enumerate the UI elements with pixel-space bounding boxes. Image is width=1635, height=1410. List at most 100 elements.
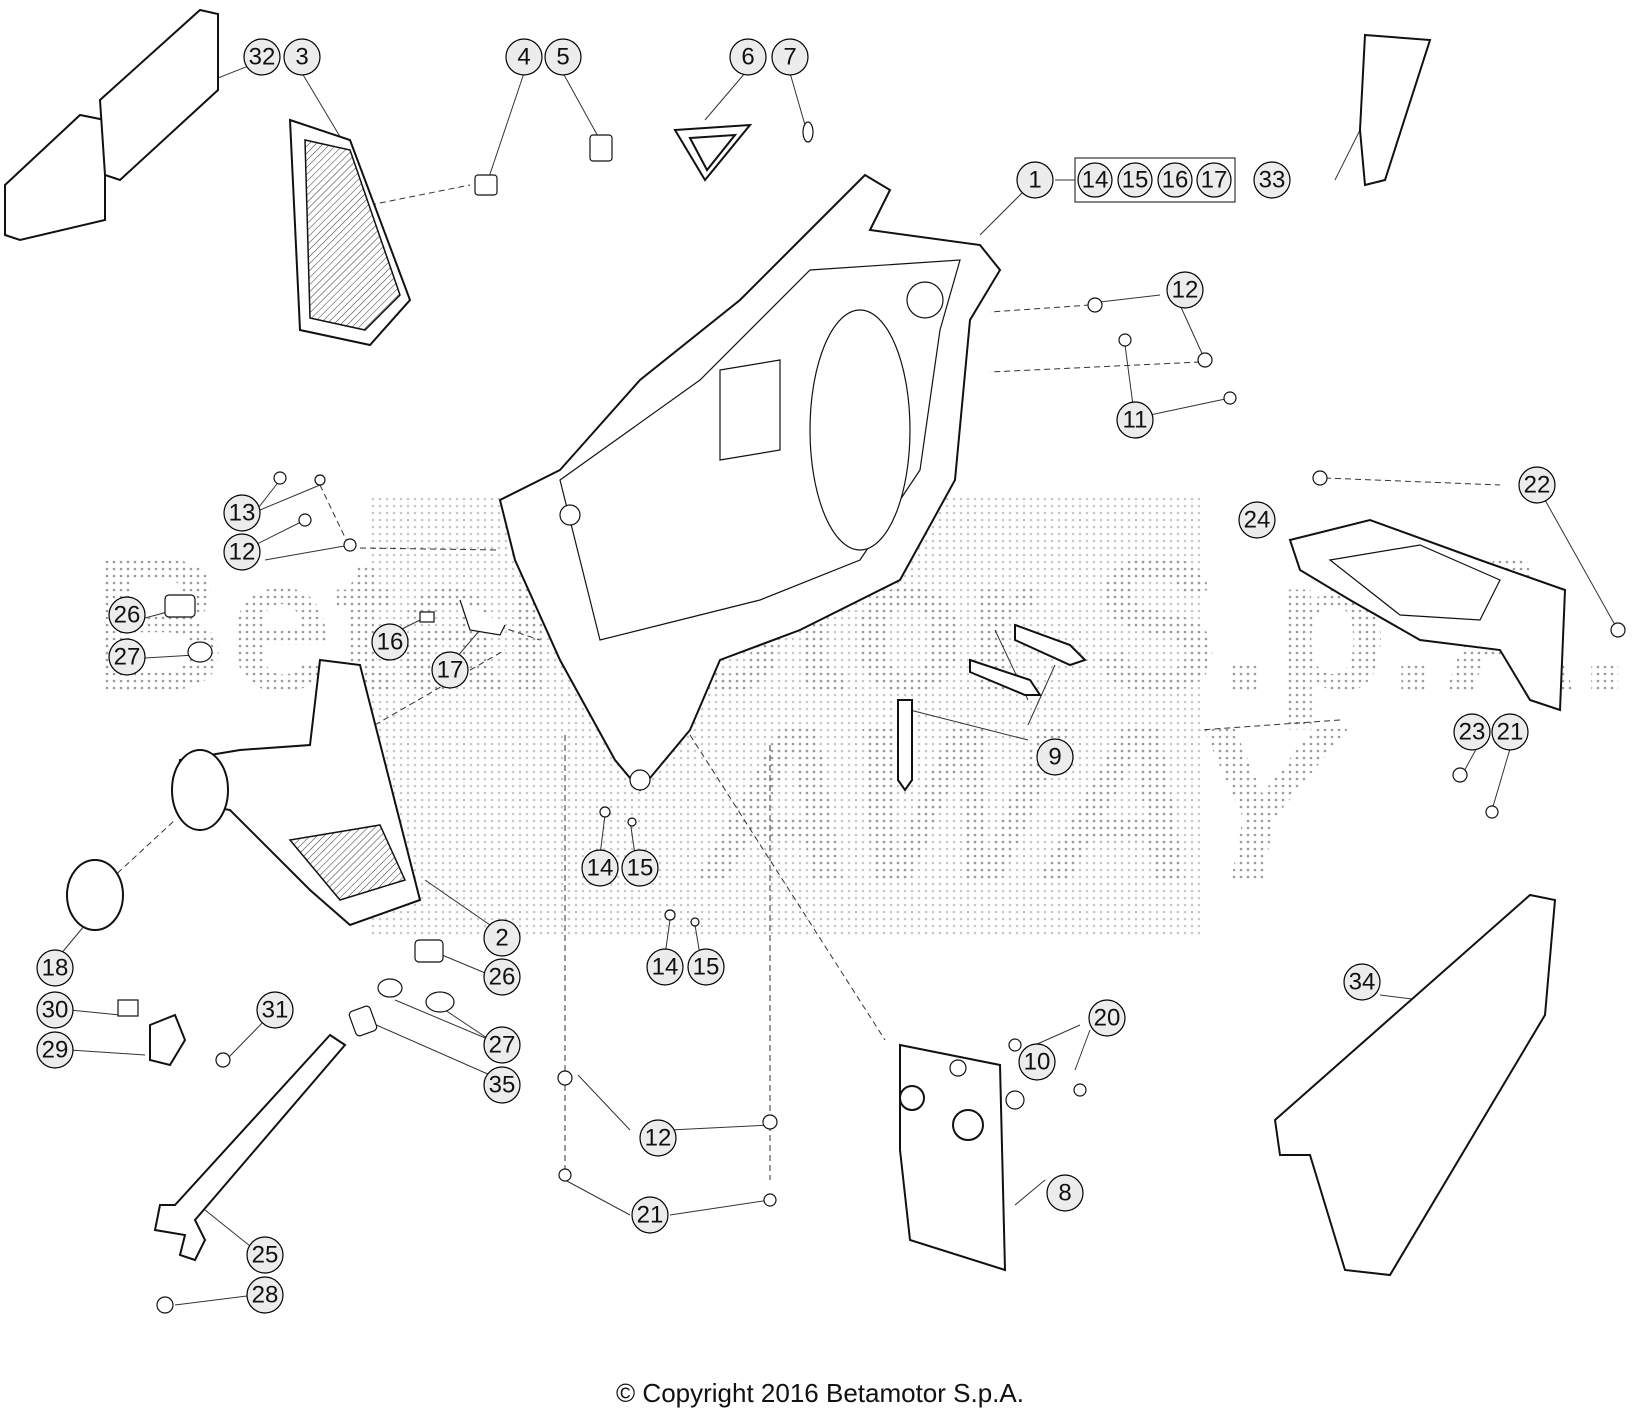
svg-text:17: 17 [1201, 167, 1228, 194]
callout-5: 5 [544, 38, 582, 76]
svg-text:23: 23 [1459, 719, 1486, 746]
callout-15-group: 15 [1117, 162, 1153, 198]
callout-20: 20 [1088, 999, 1126, 1037]
svg-text:18: 18 [42, 955, 69, 982]
side-pad-33 [1358, 33, 1432, 187]
svg-text:12: 12 [229, 539, 256, 566]
callout-1: 1 [1016, 161, 1054, 199]
clip-30 [117, 999, 139, 1017]
callout-7: 7 [771, 38, 809, 76]
svg-text:9: 9 [1048, 744, 1061, 771]
plug-28 [156, 1296, 174, 1314]
callout-23: 23 [1453, 713, 1491, 751]
strap-9b [969, 658, 1042, 696]
svg-text:16: 16 [377, 629, 404, 656]
callout-15-mid: 15 [621, 849, 659, 887]
svg-text:22: 22 [1524, 472, 1551, 499]
callout-34: 34 [1343, 963, 1381, 1001]
side-panel-34 [1273, 893, 1557, 1277]
callout-26-left: 26 [108, 596, 146, 634]
callout-33: 33 [1253, 161, 1291, 199]
hose-joint-35 [348, 1005, 378, 1037]
svg-text:14: 14 [587, 855, 614, 882]
air-filter [288, 118, 412, 347]
svg-text:7: 7 [783, 44, 796, 71]
svg-text:32: 32 [249, 44, 276, 71]
svg-text:17: 17 [437, 657, 464, 684]
callout-16: 16 [371, 623, 409, 661]
callout-12-bottom: 12 [639, 1119, 677, 1157]
fitting-5 [589, 134, 613, 162]
clip-6 [673, 123, 753, 182]
leader-lines [59, 62, 1616, 1306]
svg-text:30: 30 [42, 997, 69, 1024]
svg-text:31: 31 [262, 997, 289, 1024]
callout-10: 10 [1018, 1043, 1056, 1081]
callout-14-mid: 14 [581, 849, 619, 887]
callout-35: 35 [483, 1066, 521, 1104]
airbox-main-body [498, 173, 1002, 792]
strap-9a [1014, 623, 1087, 667]
callout-18: 18 [36, 949, 74, 987]
small-hardware [273, 297, 1626, 1207]
callout-28: 28 [246, 1276, 284, 1314]
callout-8: 8 [1046, 1174, 1084, 1212]
callout-14-low: 14 [646, 948, 684, 986]
callout-2: 2 [483, 919, 521, 957]
svg-text:35: 35 [489, 1072, 516, 1099]
callout-3: 3 [283, 38, 321, 76]
clamp-29 [149, 1013, 187, 1067]
svg-text:29: 29 [42, 1037, 69, 1064]
svg-text:24: 24 [1244, 507, 1271, 534]
svg-text:8: 8 [1058, 1180, 1071, 1207]
callout-4: 4 [505, 38, 543, 76]
mud-flap-8 [899, 1043, 1007, 1272]
airbox-intake-2 [171, 658, 422, 927]
callout-21-bottom: 21 [631, 1196, 669, 1234]
filter-foam-pads [4, 8, 219, 242]
svg-text:27: 27 [489, 1032, 516, 1059]
callout-9: 9 [1036, 738, 1074, 776]
svg-text:2: 2 [495, 925, 508, 952]
parts [4, 8, 1626, 1314]
svg-text:12: 12 [1172, 277, 1199, 304]
grommet-10b [1005, 1090, 1025, 1110]
callout-27-left: 27 [108, 638, 146, 676]
copyright-text: © Copyright 2016 Betamotor S.p.A. [616, 1378, 1024, 1408]
svg-text:4: 4 [517, 44, 530, 71]
svg-text:13: 13 [229, 500, 256, 527]
callout-30: 30 [36, 991, 74, 1029]
oring-7 [802, 121, 814, 143]
svg-text:10: 10 [1024, 1049, 1051, 1076]
svg-text:21: 21 [1497, 719, 1524, 746]
callout-14-group: 14 [1077, 162, 1113, 198]
clamp-27c [377, 978, 403, 998]
svg-text:15: 15 [693, 954, 720, 981]
svg-text:34: 34 [1349, 969, 1376, 996]
svg-text:15: 15 [1122, 167, 1149, 194]
callout-12-top: 12 [1166, 271, 1204, 309]
fitting-4 [474, 174, 498, 196]
fitting-26a [164, 594, 196, 618]
callout-22: 22 [1518, 466, 1556, 504]
svg-text:5: 5 [556, 44, 569, 71]
callout-6: 6 [729, 38, 767, 76]
svg-text:21: 21 [637, 1202, 664, 1229]
svg-text:26: 26 [489, 964, 516, 991]
callout-25: 25 [246, 1236, 284, 1274]
callout-12-left: 12 [223, 533, 261, 571]
callout-26-mid: 26 [483, 958, 521, 996]
callouts: 32 3 4 5 6 7 1 14 15 16 17 33 12 11 22 2… [36, 38, 1556, 1314]
callout-17: 17 [431, 651, 469, 689]
svg-text:14: 14 [1082, 167, 1109, 194]
callout-group-box [1074, 157, 1236, 203]
fitting-26b [414, 939, 444, 963]
svg-text:25: 25 [252, 1242, 279, 1269]
svg-text:27: 27 [114, 644, 141, 671]
bracket-24 [1288, 518, 1567, 712]
watermark-away-text: AWAY [695, 681, 1349, 927]
svg-text:16: 16 [1162, 167, 1189, 194]
callout-32: 32 [243, 38, 281, 76]
svg-text:6: 6 [741, 44, 754, 71]
callout-29: 29 [36, 1031, 74, 1069]
